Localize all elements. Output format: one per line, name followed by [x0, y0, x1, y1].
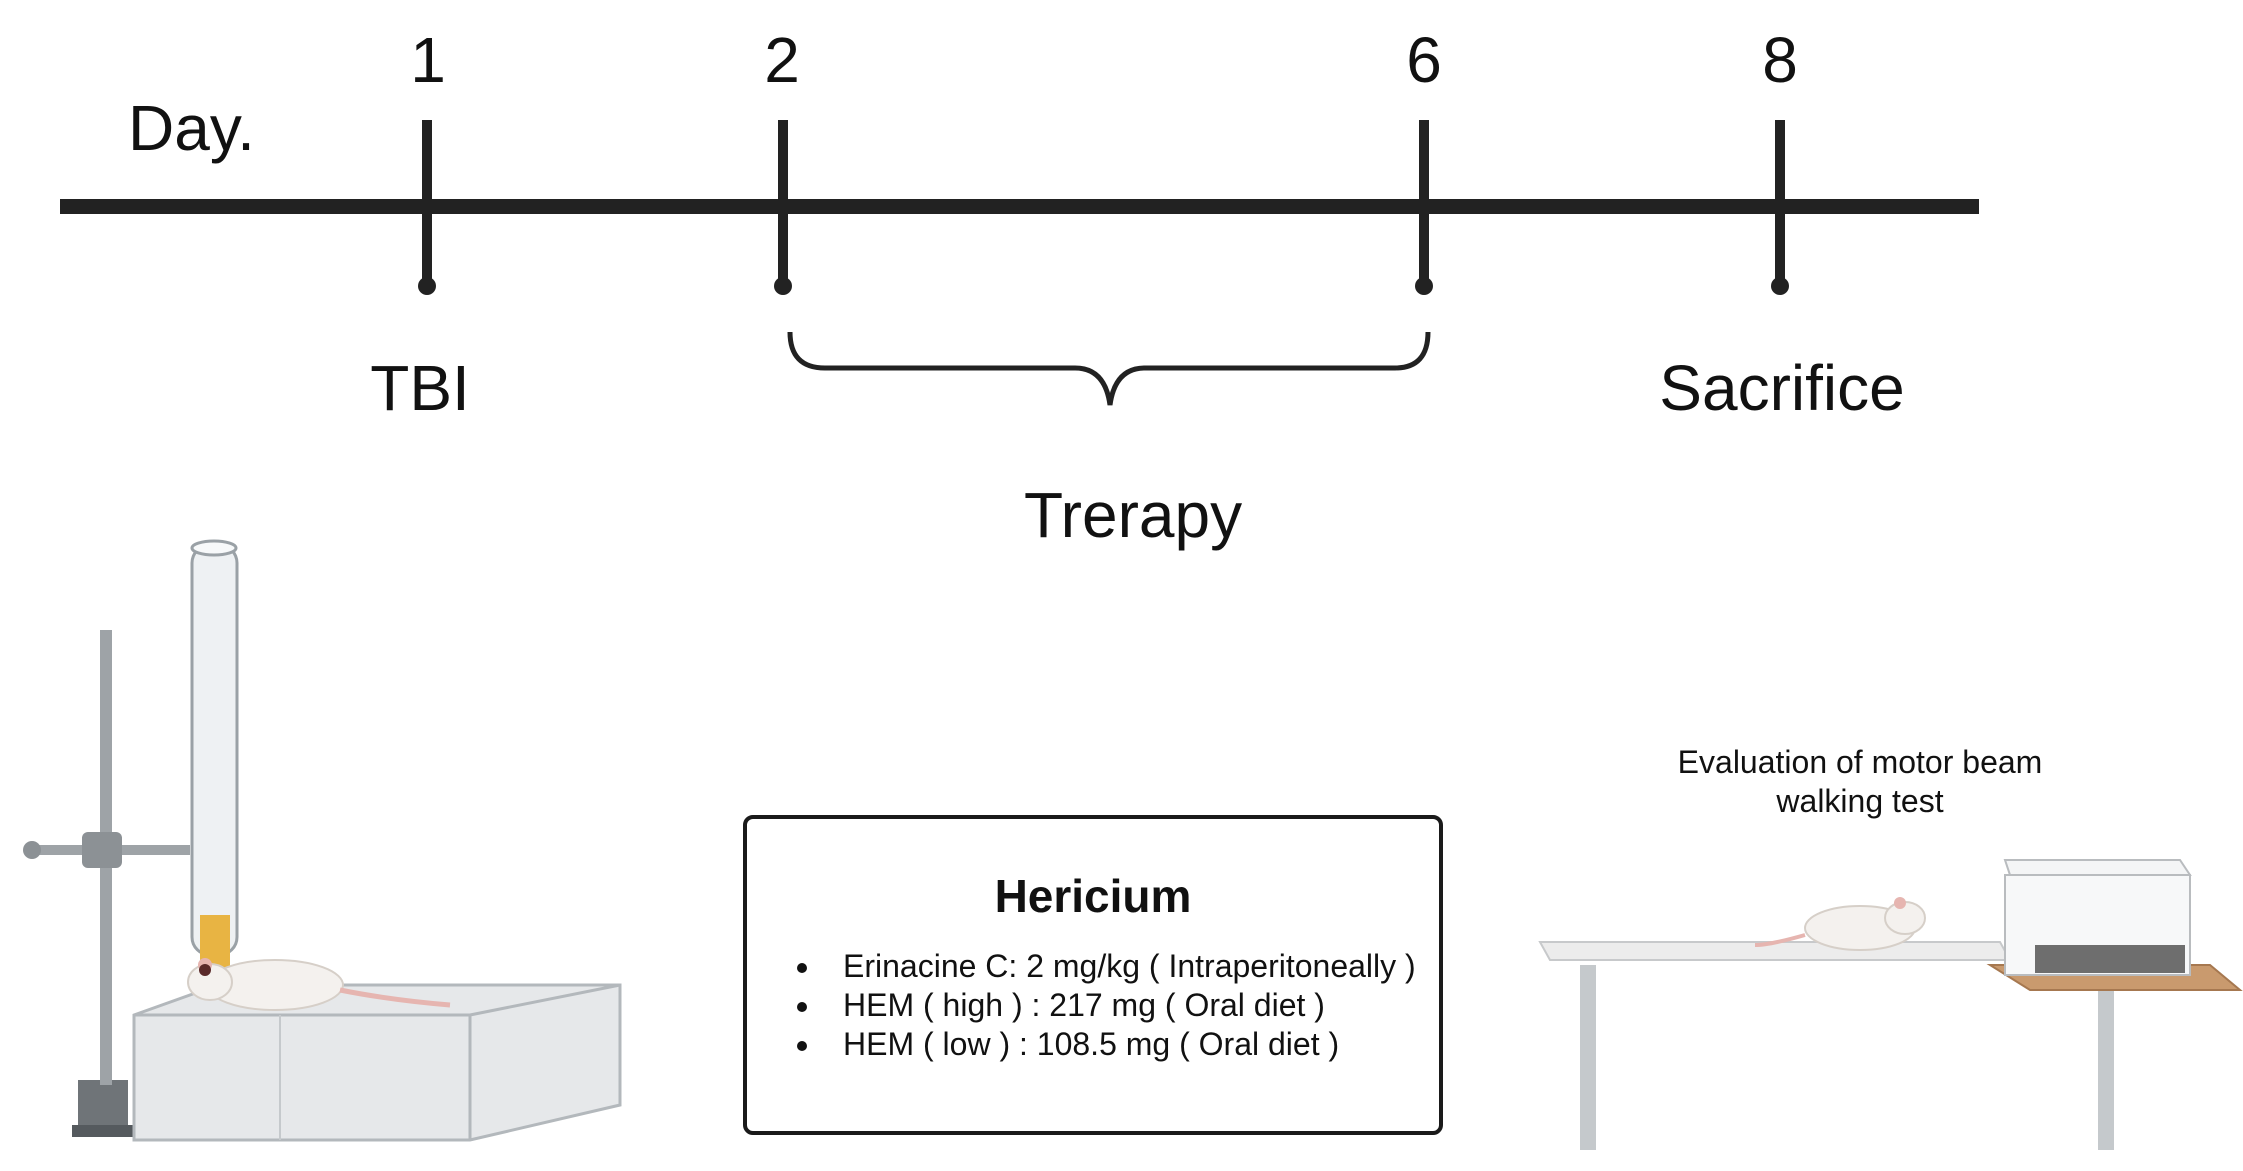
- day-tick-8: [1775, 120, 1785, 285]
- beam-test-caption: Evaluation of motor beam walking test: [1560, 743, 2160, 821]
- day-marker-2: 2: [764, 24, 800, 295]
- day-number-1: 1: [410, 24, 446, 96]
- day-tick-2: [778, 120, 788, 285]
- stand-base-foot: [72, 1125, 134, 1137]
- timeline-axis: [60, 199, 1979, 214]
- day-marker-8: 8 Sacrifice: [1659, 24, 1904, 424]
- list-item: Erinacine C: 2 mg/kg ( Intraperitoneally…: [823, 947, 1416, 986]
- beam-walking-illustration: [1538, 859, 2243, 1150]
- therapy-bracket: [787, 331, 1431, 406]
- beam-rat-head: [1884, 901, 1926, 935]
- goal-box-grid-floor: [2035, 945, 2185, 973]
- beam-test-caption-line-1: Evaluation of motor beam: [1677, 744, 2043, 780]
- weight-drop-apparatus-illustration: [23, 539, 622, 1142]
- beam-rat-tail: [1754, 933, 1806, 947]
- impact-mark: [199, 964, 211, 976]
- day-tick-6: [1419, 120, 1429, 285]
- day-number-6: 6: [1406, 24, 1442, 96]
- hericium-title: Hericium: [994, 870, 1192, 922]
- list-item: HEM ( high ) : 217 mg ( Oral diet ): [823, 986, 1416, 1025]
- day-marker-1: 1 TBI: [370, 24, 470, 424]
- day-tick-dot-1: [418, 277, 436, 295]
- list-item: HEM ( low ) : 108.5 mg ( Oral diet ): [823, 1025, 1416, 1064]
- hericium-treatment-box: Hericium Erinacine C: 2 mg/kg ( Intraper…: [743, 815, 1443, 1135]
- goal-box-top: [2003, 859, 2192, 876]
- day-number-8: 8: [1762, 24, 1798, 96]
- day-tick-dot-6: [1415, 277, 1433, 295]
- day-tick-dot-2: [774, 277, 792, 295]
- rat-tail: [339, 987, 451, 1008]
- beam-rat-ear: [1894, 897, 1906, 909]
- beam-plank: [1538, 941, 2012, 961]
- table-leg-left: [1580, 965, 1596, 1150]
- day-marker-6: 6: [1406, 24, 1442, 295]
- treatment-list: Erinacine C: 2 mg/kg ( Intraperitoneally…: [807, 947, 1416, 1064]
- therapy-label: Trerapy: [1024, 479, 1242, 551]
- day-tick-1: [422, 120, 432, 285]
- guide-tube: [190, 543, 239, 957]
- day-axis-label: Day.: [128, 92, 255, 164]
- event-label-sacrifice: Sacrifice: [1659, 352, 1904, 424]
- day-tick-dot-8: [1771, 277, 1789, 295]
- event-label-tbi: TBI: [370, 352, 470, 424]
- table-leg-right: [2098, 985, 2114, 1150]
- guide-tube-opening: [190, 539, 238, 557]
- glass-chamber: [132, 983, 622, 1142]
- day-number-2: 2: [764, 24, 800, 96]
- clamp-knob: [23, 841, 41, 859]
- beam-test-caption-line-2: walking test: [1776, 783, 1944, 819]
- clamp-boss: [82, 832, 122, 868]
